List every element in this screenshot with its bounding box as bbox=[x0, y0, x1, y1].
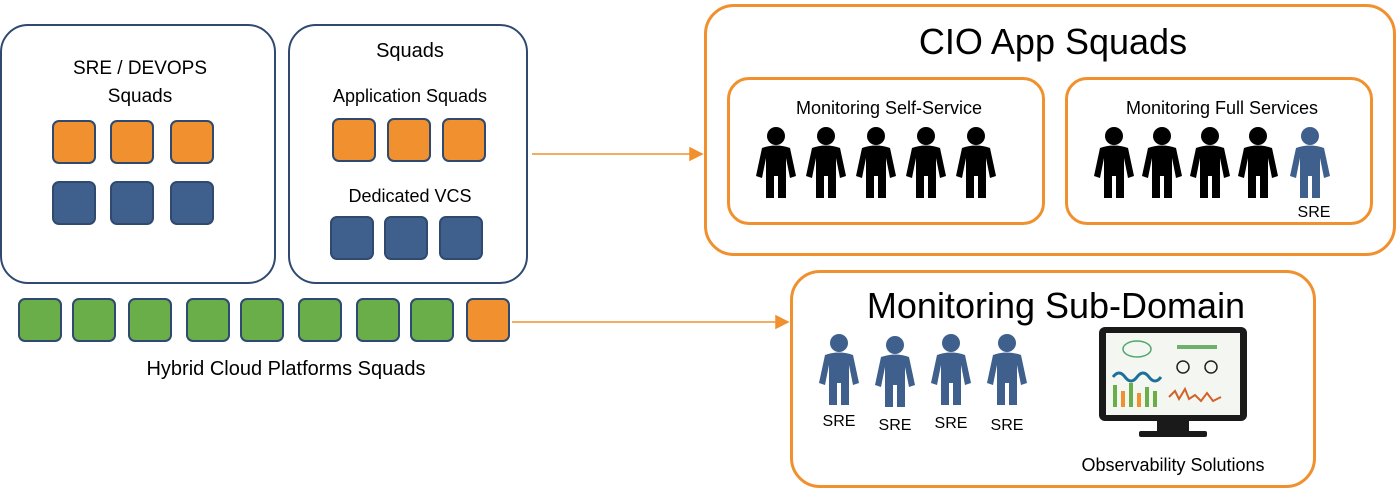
vcs-tile bbox=[330, 216, 374, 260]
hybrid-sre-tile bbox=[466, 298, 510, 342]
application-squad-tile bbox=[442, 118, 486, 162]
monitoring-full-services-box: Monitoring Full Services SRE bbox=[1065, 77, 1373, 225]
sre-devops-box: SRE / DEVOPS Squads bbox=[0, 24, 276, 284]
monitoring-self-service-box: Monitoring Self-Service bbox=[727, 77, 1045, 225]
person-icon bbox=[1094, 127, 1134, 198]
devops-squad-tile bbox=[110, 181, 154, 225]
hybrid-squad-tile bbox=[72, 298, 116, 342]
person-icon bbox=[956, 127, 996, 198]
sre-person-icon bbox=[819, 334, 859, 405]
cio-app-squads-box: CIO App Squads Monitoring Self-Service M… bbox=[704, 4, 1396, 256]
sre-person-icon bbox=[931, 334, 971, 405]
full-services-people bbox=[1094, 127, 1330, 198]
sre-label-2: SRE bbox=[878, 417, 912, 434]
sre-label-3: SRE bbox=[934, 415, 968, 432]
hybrid-squad-tile bbox=[356, 298, 400, 342]
sre-devops-title-line2: Squads bbox=[107, 86, 173, 107]
hybrid-squad-tile bbox=[186, 298, 230, 342]
sre-label-1: SRE bbox=[822, 413, 856, 430]
monitoring-sub-domain-box: Monitoring Sub-Domain SRE SRE SRE SRE Ob… bbox=[790, 270, 1316, 488]
person-icon bbox=[806, 127, 846, 198]
squads-title: Squads bbox=[376, 40, 444, 62]
arrow-head-monitoring bbox=[775, 314, 790, 330]
person-icon bbox=[1142, 127, 1182, 198]
monitoring-title: Monitoring Sub-Domain bbox=[866, 285, 1246, 326]
sre-squad-tile bbox=[110, 120, 154, 164]
hybrid-squad-tile bbox=[410, 298, 454, 342]
person-icon bbox=[856, 127, 896, 198]
sre-squad-tile bbox=[170, 120, 214, 164]
person-icon bbox=[906, 127, 946, 198]
application-squad-tile bbox=[332, 118, 376, 162]
sre-devops-title-line1: SRE / DEVOPS bbox=[72, 58, 208, 79]
full-services-sre-label: SRE bbox=[1297, 204, 1331, 221]
self-service-people bbox=[756, 127, 996, 198]
person-icon bbox=[1238, 127, 1278, 198]
sre-people bbox=[819, 334, 1027, 407]
self-service-label: Monitoring Self-Service bbox=[795, 98, 983, 118]
hybrid-squad-tile bbox=[240, 298, 284, 342]
person-icon bbox=[756, 127, 796, 198]
cio-title: CIO App Squads bbox=[918, 21, 1188, 62]
vcs-tile bbox=[439, 216, 483, 260]
arrow-head-cio bbox=[689, 146, 704, 162]
sre-squad-tile bbox=[52, 120, 96, 164]
vcs-tile bbox=[384, 216, 428, 260]
sre-person-icon bbox=[987, 334, 1027, 405]
hybrid-squad-tile bbox=[128, 298, 172, 342]
devops-squad-tile bbox=[170, 181, 214, 225]
observability-monitor-icon bbox=[1099, 327, 1247, 437]
sre-person-icon bbox=[875, 336, 915, 407]
sre-label-4: SRE bbox=[990, 417, 1024, 434]
observability-label: Observability Solutions bbox=[1081, 455, 1265, 475]
person-icon bbox=[1190, 127, 1230, 198]
hybrid-squad-tile bbox=[298, 298, 342, 342]
sre-person-icon bbox=[1290, 127, 1330, 198]
dedicated-vcs-label: Dedicated VCS bbox=[348, 186, 472, 206]
devops-squad-tile bbox=[52, 181, 96, 225]
hybrid-squad-tile bbox=[18, 298, 62, 342]
application-squad-tile bbox=[387, 118, 431, 162]
squads-box: Squads Application Squads Dedicated VCS bbox=[288, 24, 528, 284]
hybrid-cloud-label: Hybrid Cloud Platforms Squads bbox=[146, 358, 426, 380]
full-services-label: Monitoring Full Services bbox=[1125, 98, 1319, 118]
application-squads-label: Application Squads bbox=[332, 86, 488, 106]
